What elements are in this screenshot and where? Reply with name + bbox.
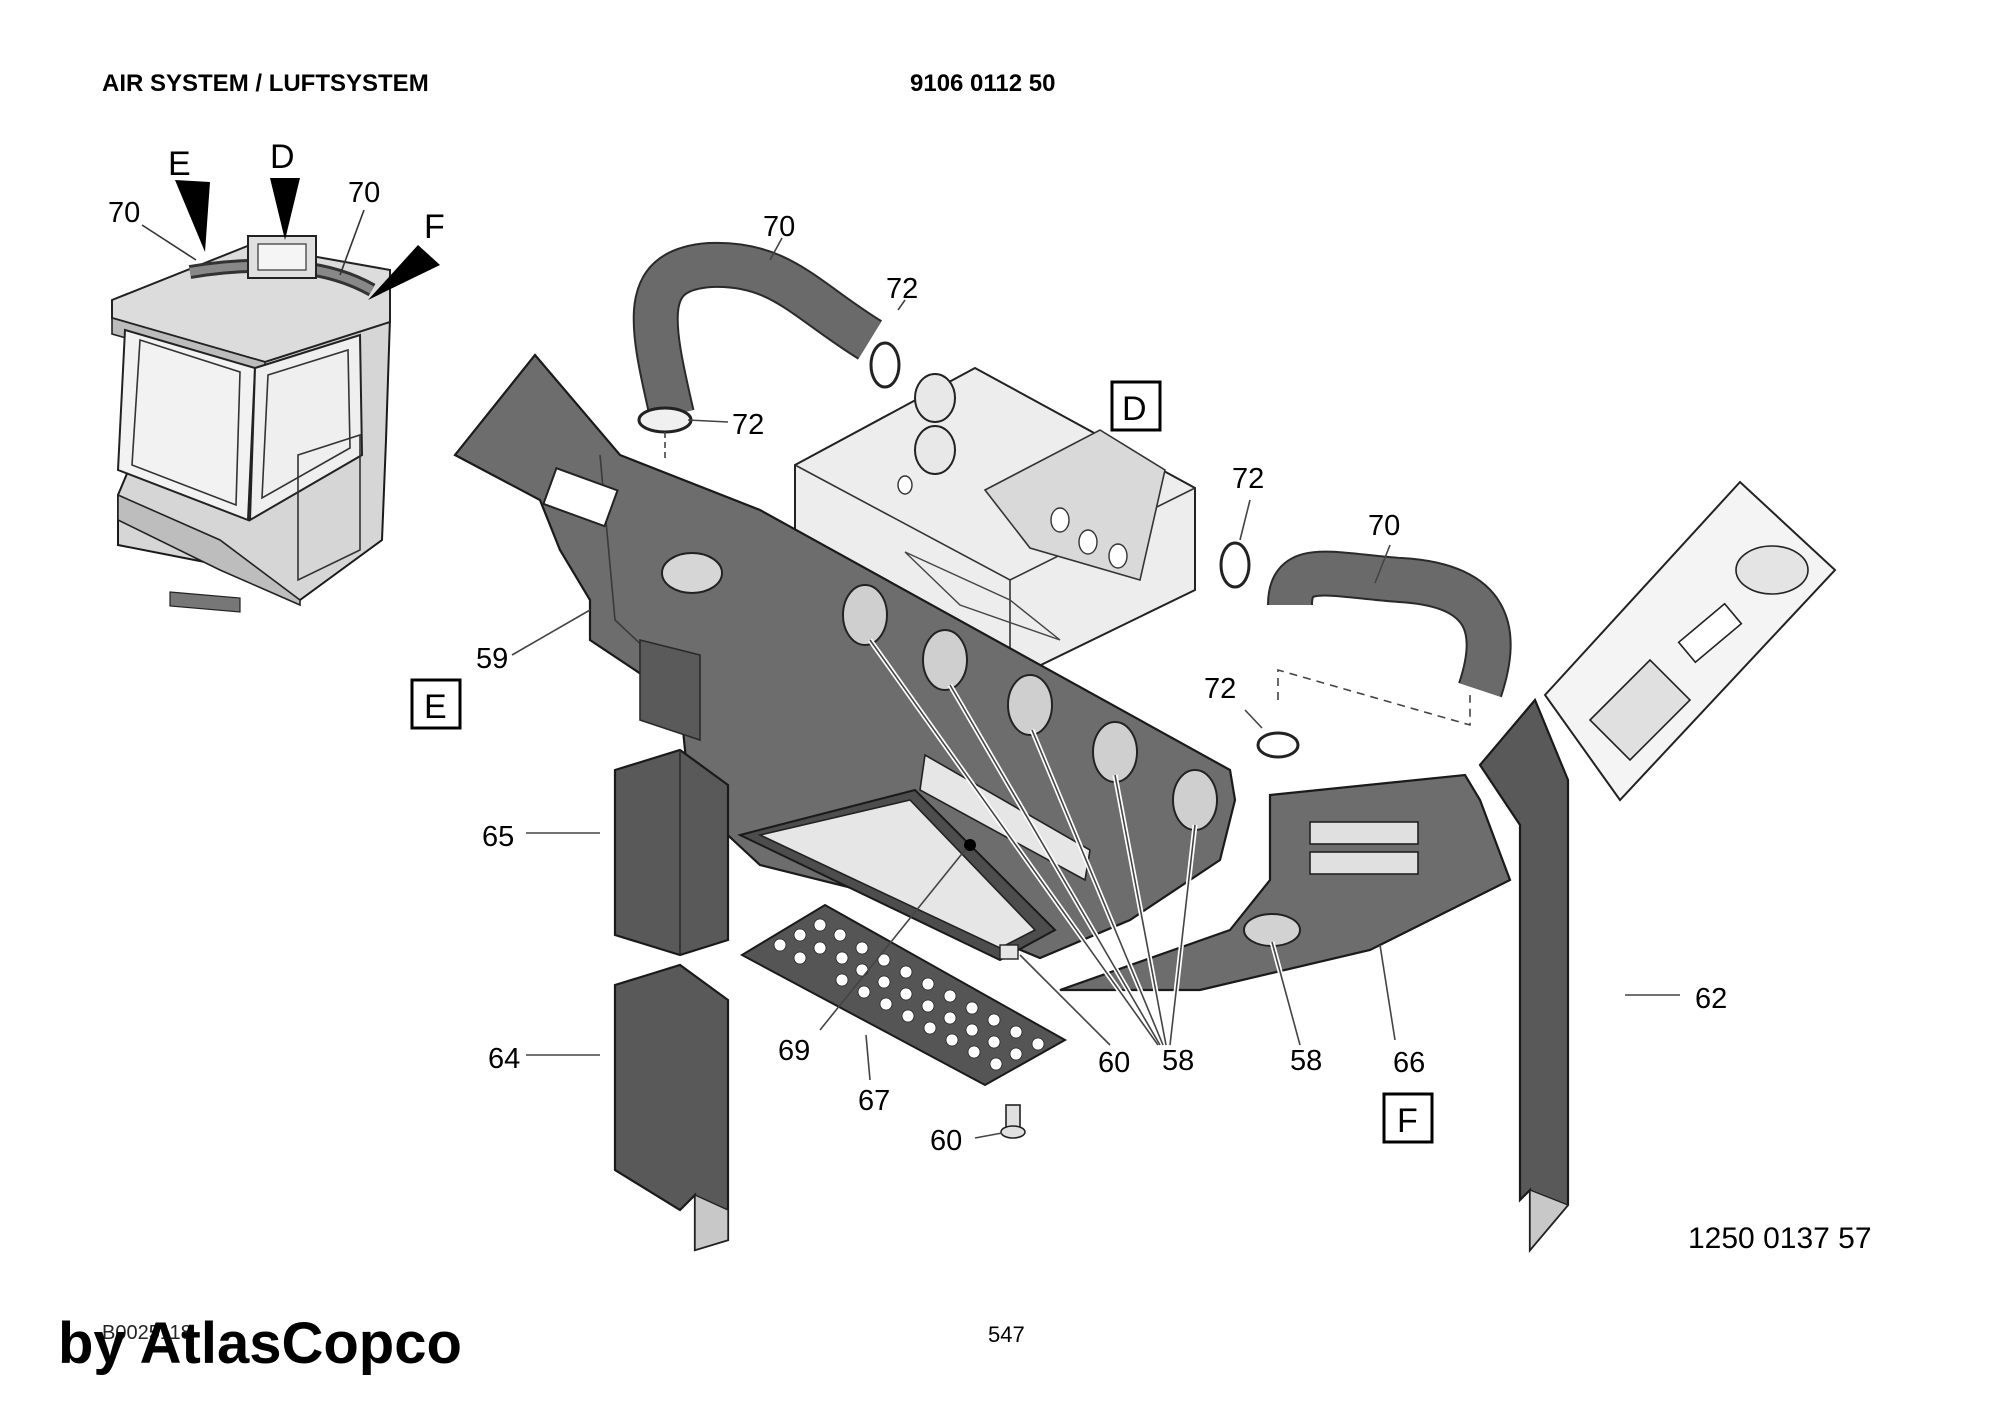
page-title: AIR SYSTEM / LUFTSYSTEM (102, 70, 429, 97)
pillar-62 (1478, 697, 1570, 1254)
callout-65: 65 (482, 821, 514, 853)
callout-59: 59 (476, 643, 508, 675)
view-marker-e: E (424, 688, 447, 726)
callout-58-b: 58 (1290, 1045, 1322, 1077)
part-number: 1250 0137 57 (1688, 1222, 1872, 1255)
callout-62: 62 (1695, 983, 1727, 1015)
document-number: 9106 0112 50 (910, 70, 1056, 97)
roof-liner (1543, 480, 1837, 802)
overview-callout-70-right: 70 (348, 177, 380, 209)
view-marker-e-frame (410, 678, 462, 730)
hose-right (1267, 550, 1512, 698)
overview-label-e: E (168, 145, 191, 183)
overview-callout-70-left: 70 (108, 197, 140, 229)
callout-66: 66 (1393, 1047, 1425, 1079)
hose-top (632, 241, 883, 421)
view-marker-f-frame (1382, 1092, 1434, 1144)
callout-72-mid: 72 (1204, 673, 1236, 705)
callout-70-top: 70 (763, 211, 795, 243)
panel-66 (1059, 773, 1512, 992)
pillar-65 (613, 748, 730, 957)
drawing-reference: B0025118 (102, 1322, 192, 1344)
watermark-text: by AtlasCopco (58, 1311, 462, 1376)
screw-60 (999, 944, 1026, 1139)
filter-69 (737, 788, 1057, 962)
overview-label-d: D (270, 138, 295, 176)
cab-overview (111, 178, 440, 613)
callout-72-top: 72 (886, 273, 918, 305)
callout-72-right: 72 (1232, 463, 1264, 495)
callout-64: 64 (488, 1043, 520, 1075)
overview-label-f: F (424, 208, 445, 246)
callout-58-a: 58 (1162, 1045, 1194, 1077)
callout-70-right: 70 (1368, 510, 1400, 542)
vent-leaders (867, 638, 1303, 1047)
pillar-64 (613, 963, 730, 1252)
grille-67 (739, 903, 1068, 1087)
callout-60-a: 60 (1098, 1047, 1130, 1079)
leader-lines (511, 237, 1680, 1139)
callout-72-left: 72 (732, 409, 764, 441)
view-marker-f: F (1397, 1102, 1418, 1140)
callout-67: 67 (858, 1085, 890, 1117)
callout-69: 69 (778, 1035, 810, 1067)
view-marker-d: D (1122, 390, 1147, 428)
callout-60-b: 60 (930, 1125, 962, 1157)
page-number: 547 (988, 1322, 1025, 1347)
view-marker-d-frame (1110, 380, 1162, 432)
